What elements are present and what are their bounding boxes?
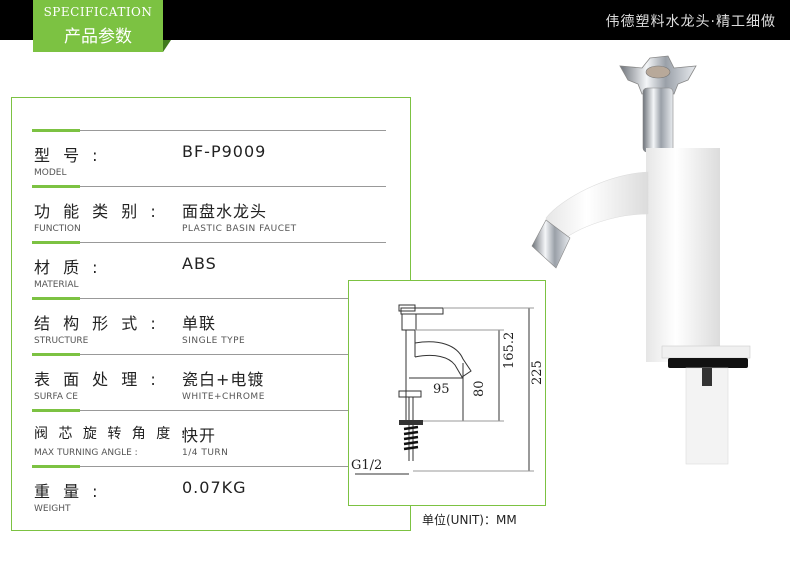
row-divider <box>32 242 386 243</box>
valve-head-outline <box>401 313 417 331</box>
spec-row-material: 材 质 : MATERIAL ABS <box>32 241 386 298</box>
dimension-drawing: 95 80 165.2 225 G1/2 <box>351 304 545 475</box>
spec-row-function: 功 能 类 别 : FUNCTION 面盘水龙头 PLASTIC BASIN F… <box>32 185 386 242</box>
spec-value: 快开 <box>182 426 217 445</box>
spec-value: 单联 <box>182 314 217 333</box>
shank-nut <box>702 368 712 386</box>
faucet-body <box>646 148 720 362</box>
spec-row-structure: 结 构 形 式 : STRUCTURE 单联 SINGLE TYPE <box>32 297 386 354</box>
chrome-collar <box>642 87 674 153</box>
spec-value: 0.07KG <box>182 478 247 497</box>
base-cover <box>661 345 751 359</box>
spec-label: 重 量 : <box>34 482 102 501</box>
specification-badge: SPECIFICATION 产品参数 <box>33 0 171 52</box>
spec-label: 型 号 : <box>34 146 102 165</box>
row-divider-accent <box>32 409 80 412</box>
spec-value: 瓷白+电镀 <box>182 370 265 389</box>
base-gasket <box>668 358 748 368</box>
spec-value: BF-P9009 <box>182 142 267 161</box>
spec-label: 材 质 : <box>34 258 102 277</box>
badge-chinese: 产品参数 <box>64 27 132 47</box>
handle-cap-outline <box>398 304 416 312</box>
spec-label-en: WEIGHT <box>34 504 71 514</box>
dim-label-165: 165.2 <box>502 332 517 369</box>
row-divider-accent <box>32 185 80 188</box>
dim-label-80: 80 <box>472 380 487 397</box>
spec-value-sub: WHITE+CHROME <box>182 392 265 402</box>
spec-value: 面盘水龙头 <box>182 202 268 221</box>
spec-label-en: FUNCTION <box>34 224 81 234</box>
spec-label-en: STRUCTURE <box>34 336 89 346</box>
dimension-diagram: 95 80 165.2 225 G1/2 <box>348 280 546 506</box>
spec-label-en: MODEL <box>34 168 67 178</box>
row-divider-accent <box>32 129 80 132</box>
spout-outline <box>414 341 472 378</box>
spec-value-sub: SINGLE TYPE <box>182 336 246 346</box>
spec-label: 功 能 类 别 : <box>34 202 160 221</box>
row-divider-accent <box>32 297 80 300</box>
spec-row-surface: 表 面 处 理 : SURFA CE 瓷白+电镀 WHITE+CHROME <box>32 353 386 410</box>
row-divider <box>32 410 386 411</box>
row-divider <box>32 130 386 131</box>
spec-row-weight: 重 量 : WEIGHT 0.07KG <box>32 465 386 522</box>
spec-panel: 型 号 : MODEL BF-P9009 功 能 类 别 : FUNCTION … <box>11 97 411 531</box>
spec-label: 表 面 处 理 : <box>34 370 160 389</box>
unit-note: 单位(UNIT)：MM <box>422 513 517 527</box>
spec-label: 结 构 形 式 : <box>34 314 160 333</box>
spout-tip <box>531 219 571 269</box>
brand-title: 伟德塑料水龙头·精工细做 <box>605 14 776 30</box>
row-divider-accent <box>32 465 80 468</box>
dim-label-225: 225 <box>530 360 545 385</box>
row-divider <box>32 186 386 187</box>
thread-pattern <box>403 425 419 451</box>
spec-label: 阀 芯 旋 转 角 度 : <box>34 426 189 442</box>
spec-value: ABS <box>182 254 217 273</box>
spec-row-turning-angle: 阀 芯 旋 转 角 度 : MAX TURNING ANGLE : 快开 1/4… <box>32 409 386 466</box>
spec-value-sub: 1/4 TURN <box>182 448 229 458</box>
thread-label: G1/2 <box>351 458 382 473</box>
row-divider <box>32 466 386 467</box>
badge-english: SPECIFICATION <box>43 5 153 19</box>
star-handle-icon <box>619 55 697 95</box>
row-divider <box>32 354 386 355</box>
lock-nut <box>399 420 423 425</box>
faucet-product-image <box>531 55 751 465</box>
spec-value-sub: PLASTIC BASIN FAUCET <box>182 224 297 234</box>
spec-label-en: MATERIAL <box>34 280 79 290</box>
row-divider-accent <box>32 353 80 356</box>
dim-label-95: 95 <box>433 382 450 397</box>
row-divider-accent <box>32 241 80 244</box>
spec-row-model: 型 号 : MODEL BF-P9009 <box>32 129 386 186</box>
row-divider <box>32 298 386 299</box>
base-flange-outline <box>398 390 422 398</box>
spec-label-en: SURFA CE <box>34 392 78 402</box>
spec-label-en: MAX TURNING ANGLE : <box>34 448 138 458</box>
badge-fold-corner <box>163 40 171 52</box>
